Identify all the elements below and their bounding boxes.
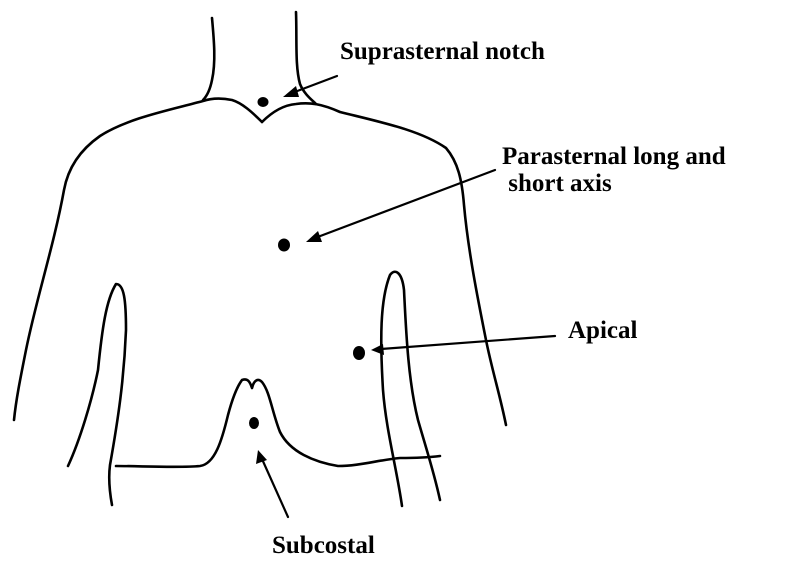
neck-left-line bbox=[203, 18, 214, 100]
apical-arrow bbox=[371, 336, 555, 355]
subcostal-arrow bbox=[256, 450, 288, 517]
left-rib-edge bbox=[68, 284, 126, 505]
subcostal-site-dot bbox=[249, 417, 259, 429]
subcostal-label: Subcostal bbox=[272, 532, 375, 559]
parasternal-axis-label: Parasternal long and short axis bbox=[502, 143, 726, 197]
apical-label: Apical bbox=[568, 317, 637, 344]
parasternal-site-dot bbox=[278, 239, 290, 252]
right-rib-edge bbox=[381, 272, 440, 506]
torso-outline-left bbox=[14, 99, 262, 420]
suprasternal-site-dot bbox=[258, 97, 269, 107]
apical-site-dot bbox=[353, 346, 365, 360]
torso-outline-right bbox=[262, 103, 506, 425]
suprasternal-arrow bbox=[283, 76, 337, 97]
suprasternal-notch-label: Suprasternal notch bbox=[340, 38, 545, 65]
